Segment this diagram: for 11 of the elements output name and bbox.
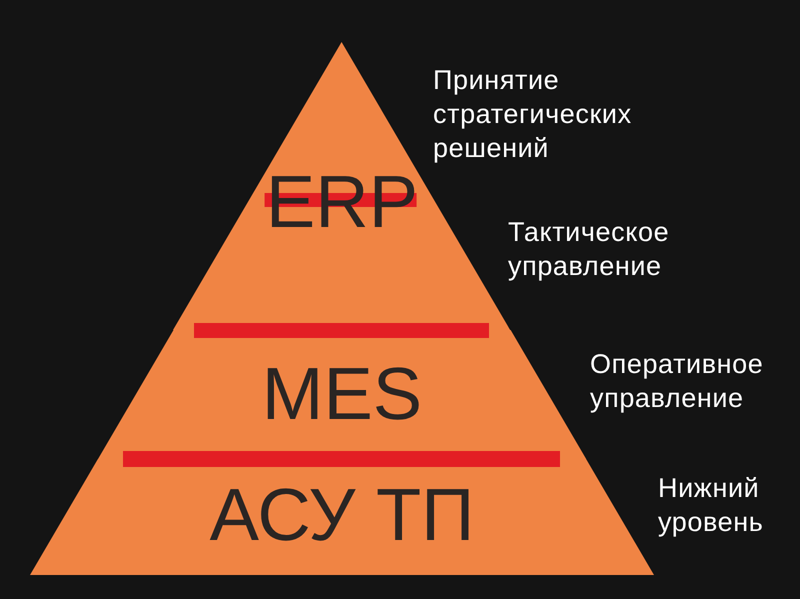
pyramid-tier — [30, 459, 654, 575]
level-description: Принятие стратегических решений — [433, 64, 633, 165]
level-description: Нижний уровень — [658, 472, 764, 539]
divider-bar — [123, 451, 560, 467]
tier-title: АСУ ТП — [210, 478, 474, 552]
level-description: Оперативное управление — [590, 348, 764, 415]
tier-title: MES — [262, 357, 422, 431]
divider-bar — [194, 323, 489, 338]
level-description: Тактическое управление — [508, 216, 670, 283]
tier-title: ERP — [266, 165, 418, 239]
pyramid-tier — [98, 330, 586, 459]
